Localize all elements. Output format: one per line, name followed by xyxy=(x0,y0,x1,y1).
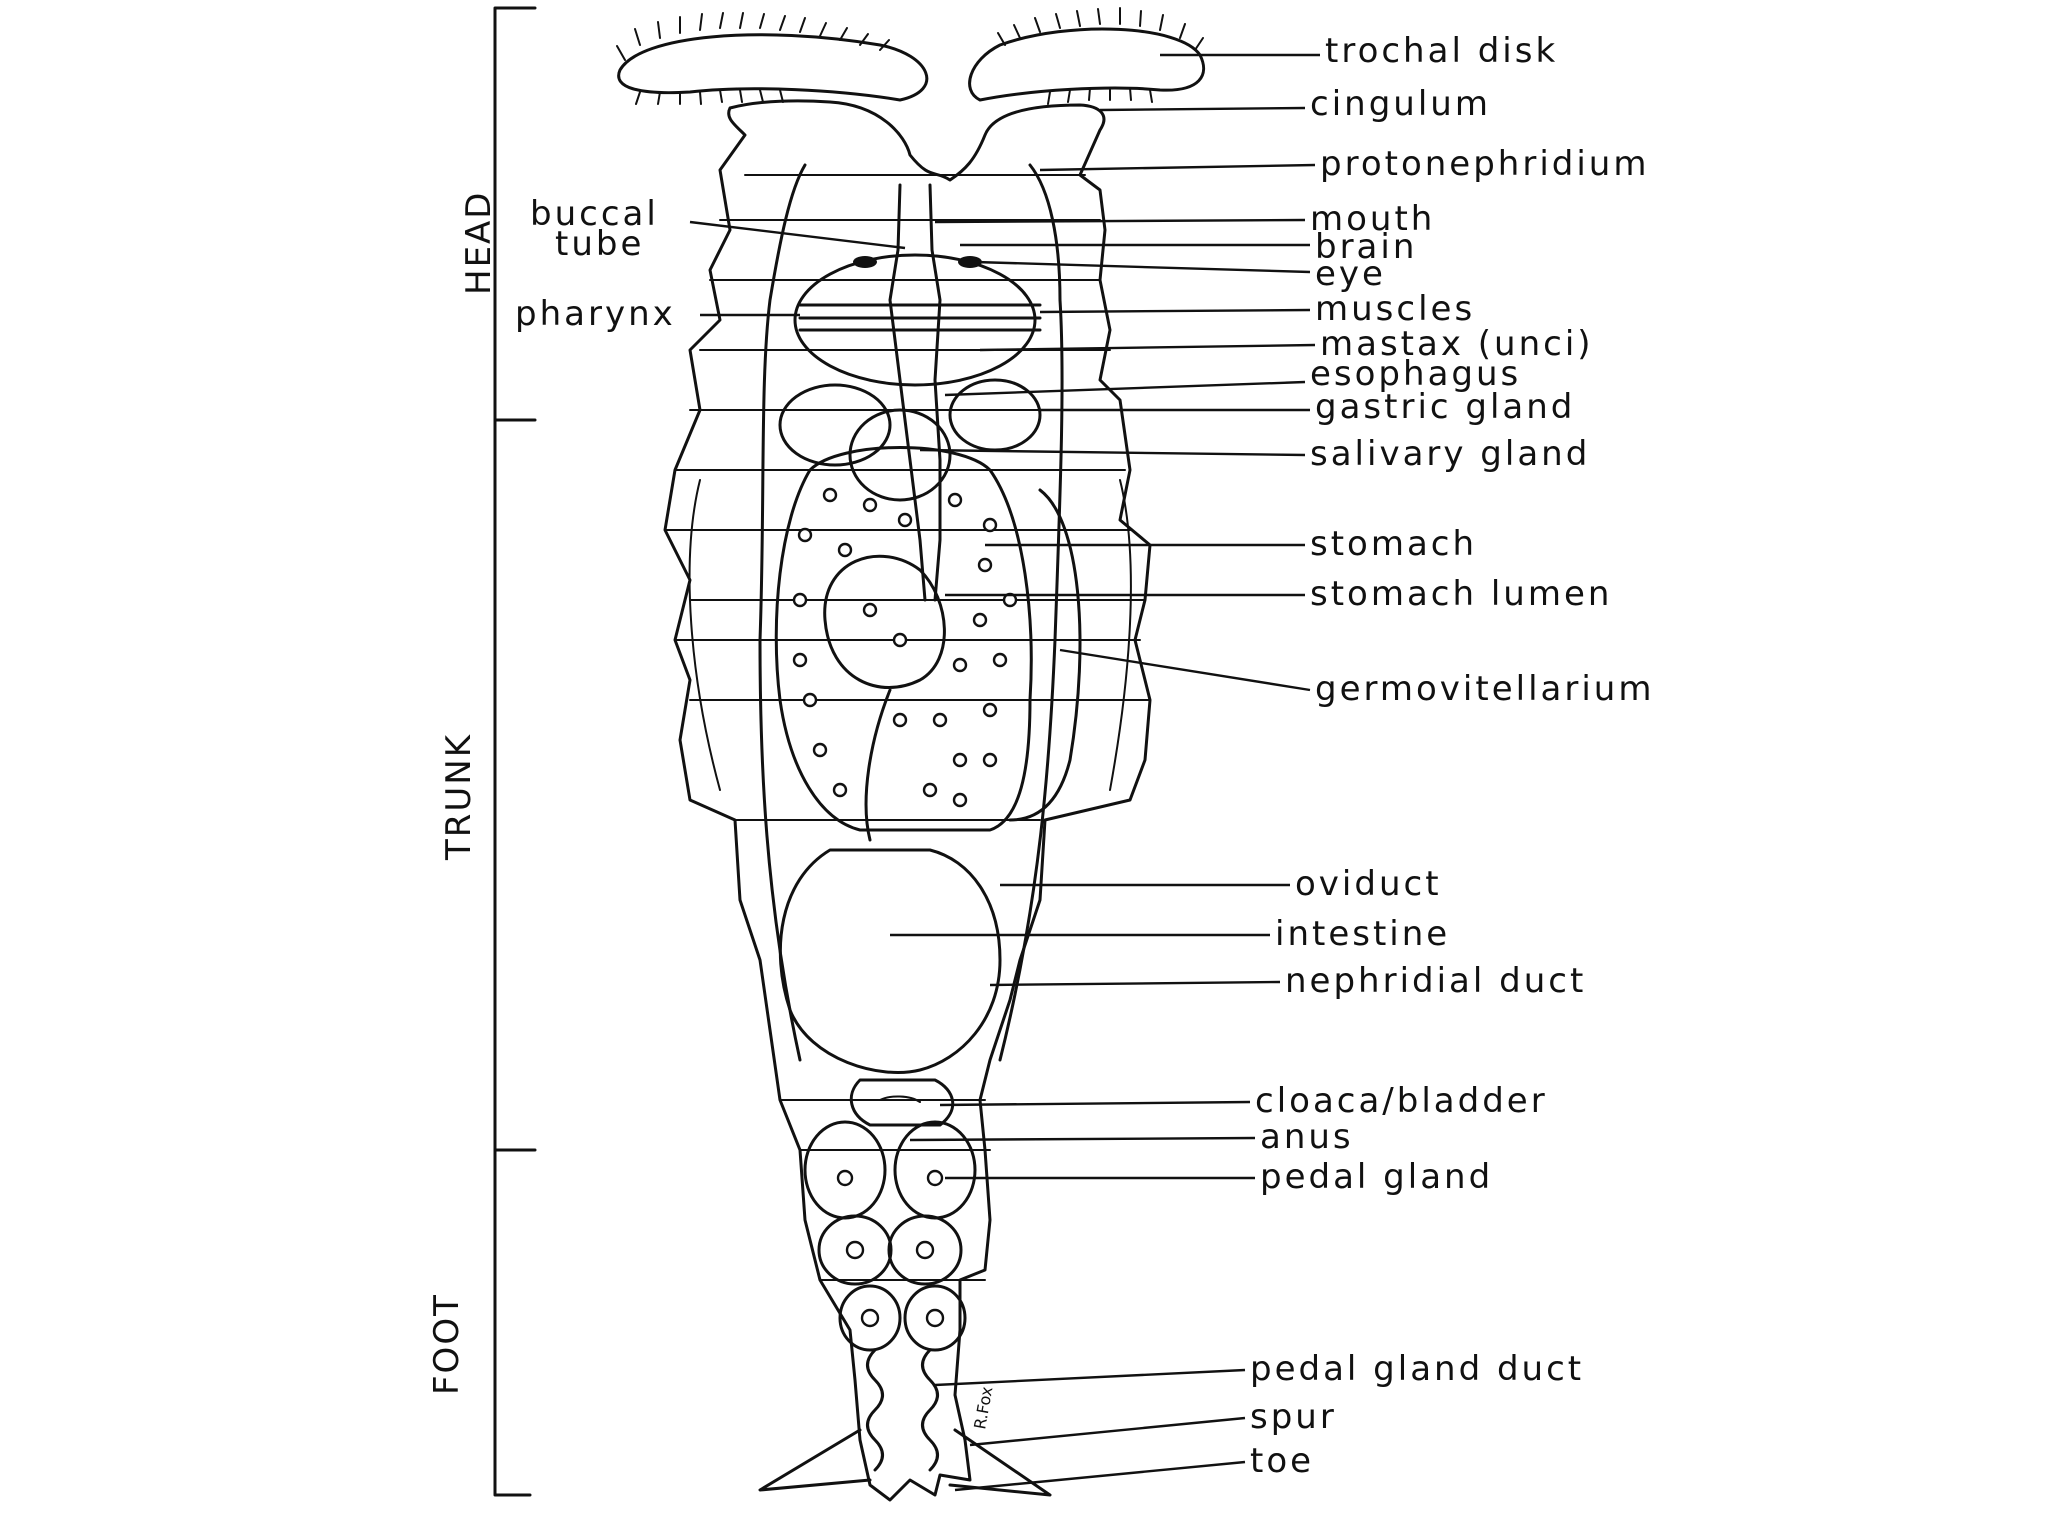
pedal-gland-duct xyxy=(866,1348,939,1472)
label-brain: brain xyxy=(1315,227,1417,267)
gastric-gland-right xyxy=(948,378,1042,452)
label-toe: toe xyxy=(1250,1441,1314,1481)
germovitellarium xyxy=(1008,488,1082,822)
label-pedal-gland-duct: pedal gland duct xyxy=(1250,1349,1584,1389)
label-oviduct: oviduct xyxy=(1295,864,1442,904)
label-buccal: buccal xyxy=(530,194,659,234)
region-label-foot: FOOT xyxy=(427,1293,467,1395)
cloaca-bladder xyxy=(849,1078,955,1127)
label-intestine: intestine xyxy=(1275,914,1450,954)
label-salivary-gland: salivary gland xyxy=(1310,434,1590,474)
trochal-disk-left-lobe xyxy=(617,33,929,102)
muscles xyxy=(798,303,1042,332)
label-germovitellarium: germovitellarium xyxy=(1315,669,1654,709)
label-eye: eye xyxy=(1315,254,1386,294)
label-mouth: mouth xyxy=(1310,199,1435,239)
stomach-lumen xyxy=(823,554,946,842)
labels-left: buccal tube pharynx xyxy=(515,194,676,334)
label-stomach-lumen: stomach lumen xyxy=(1310,574,1612,614)
leader-lines xyxy=(689,53,1320,1492)
trochal-disk-right-lobe xyxy=(968,27,1206,102)
eye-left xyxy=(853,256,877,268)
label-spur: spur xyxy=(1250,1397,1337,1437)
label-esophagus: esophagus xyxy=(1310,354,1521,394)
region-label-trunk: TRUNK xyxy=(439,733,479,861)
internal-organs xyxy=(758,163,1082,1497)
labels-right: trochal disk cingulum protonephridium mo… xyxy=(1250,31,1654,1481)
label-tube: tube xyxy=(555,224,644,264)
intestine xyxy=(778,848,1002,1074)
mastax xyxy=(793,253,1037,387)
stomach-cells xyxy=(792,487,1018,808)
label-nephridial-duct: nephridial duct xyxy=(1285,961,1586,1001)
label-gastric-gland: gastric gland xyxy=(1315,387,1575,427)
artist-signature: R.Fox xyxy=(970,1385,996,1431)
label-pharynx: pharynx xyxy=(515,294,676,334)
label-mastax: mastax (unci) xyxy=(1320,324,1594,364)
label-muscles: muscles xyxy=(1315,289,1475,329)
label-anus: anus xyxy=(1260,1117,1354,1157)
label-protonephridium: protonephridium xyxy=(1320,144,1649,184)
label-cingulum: cingulum xyxy=(1310,84,1491,124)
spur-left xyxy=(758,1428,872,1492)
stomach xyxy=(774,446,1033,832)
region-label-head: HEAD xyxy=(459,191,499,296)
label-stomach: stomach xyxy=(1310,524,1477,564)
eye-right xyxy=(958,256,982,268)
region-bracket xyxy=(493,6,537,1497)
body-outline xyxy=(616,7,1206,1502)
label-trochal-disk: trochal disk xyxy=(1325,31,1558,71)
gastric-gland-left xyxy=(778,383,892,467)
label-pedal-gland: pedal gland xyxy=(1260,1157,1493,1197)
label-cloaca-bladder: cloaca/bladder xyxy=(1255,1081,1548,1121)
salivary-gland xyxy=(848,408,952,502)
